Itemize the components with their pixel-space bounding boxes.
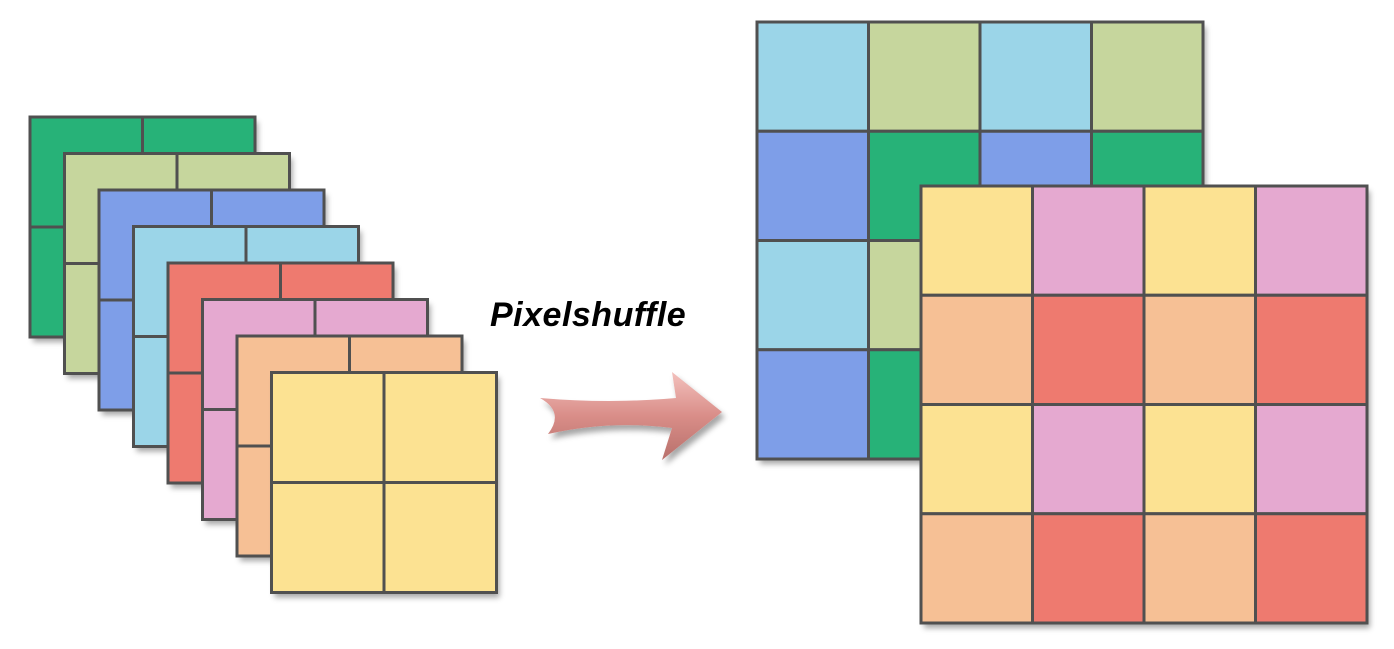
output-front-grid-cell: [1031, 293, 1146, 406]
output-back-grid-cell: [755, 348, 870, 461]
output-front-grid-cell: [1031, 403, 1146, 516]
output-front-grid-cell: [1142, 512, 1257, 625]
output-front-grid-cell: [919, 512, 1034, 625]
input-channel-yellow-cell: [270, 481, 386, 594]
output-front-grid-cell: [1254, 293, 1369, 406]
output-front-grid-cell: [1031, 184, 1146, 297]
output-back-grid-cell: [755, 20, 870, 133]
input-channel-stack: [28, 115, 498, 594]
output-front-grid-cell: [919, 403, 1034, 516]
input-channel-yellow-cell: [270, 371, 386, 484]
input-channel-yellow-cell: [382, 481, 498, 594]
output-front-grid-cell: [1142, 293, 1257, 406]
output-back-grid-cell: [978, 20, 1093, 133]
output-back-grid-cell: [867, 20, 982, 133]
input-channel-yellow: [270, 371, 498, 594]
output-front-grid-cell: [1031, 512, 1146, 625]
output-back-grid-cell: [755, 129, 870, 242]
pixelshuffle-label: Pixelshuffle: [490, 296, 687, 334]
output-front-grid-cell: [1254, 184, 1369, 297]
output-back-grid-cell: [1090, 20, 1205, 133]
output-front-grid-cell: [1254, 512, 1369, 625]
input-channel-yellow-cell: [382, 371, 498, 484]
output-front-grid-cell: [1254, 403, 1369, 516]
output-front-grid-cell: [1142, 184, 1257, 297]
output-front-grid-cell: [919, 293, 1034, 406]
output-front-grid-cell: [919, 184, 1034, 297]
output-front-grid: [919, 184, 1369, 625]
output-grid-front: [919, 184, 1369, 625]
output-back-grid-cell: [755, 239, 870, 352]
shuffle-arrow: [540, 372, 722, 460]
output-front-grid-cell: [1142, 403, 1257, 516]
